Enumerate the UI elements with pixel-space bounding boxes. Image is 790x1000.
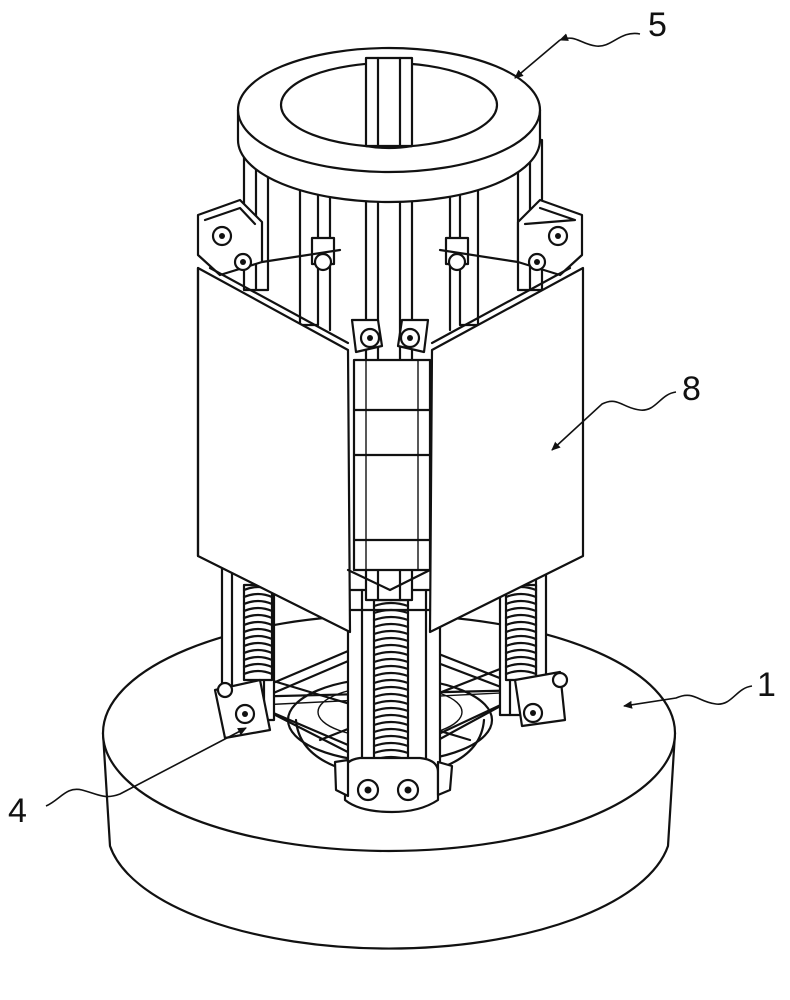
spring-coil (504, 620, 538, 627)
spring-coil (372, 727, 410, 734)
spring-coil (242, 634, 274, 641)
spring-coil (372, 699, 410, 706)
spring-coil (372, 713, 410, 720)
spring-coil (242, 620, 274, 627)
spring-coil (372, 636, 410, 643)
spring-coil (372, 692, 410, 699)
spring-coil (372, 685, 410, 692)
spring-coil (372, 734, 410, 741)
spring-coil (242, 627, 274, 634)
spring-coil (372, 748, 410, 755)
callout-8-label: 8 (682, 370, 701, 408)
spring-coil (242, 606, 274, 613)
spring-coil (372, 664, 410, 671)
spring-coil (372, 650, 410, 657)
spring-coil (504, 655, 538, 662)
callout-leaders (45, 32, 753, 807)
spring-coil (372, 643, 410, 650)
spring-coils (242, 585, 538, 769)
spring-coil (504, 613, 538, 620)
spring-coil (372, 678, 410, 685)
spring-coil (242, 662, 274, 669)
spring-coil (372, 629, 410, 636)
spring-coil (242, 599, 274, 606)
spring-coil (372, 615, 410, 622)
spring-coil (504, 606, 538, 613)
spring-coil (504, 669, 538, 676)
spring-coil (372, 671, 410, 678)
spring-coil (504, 627, 538, 634)
spring-coil (372, 657, 410, 664)
spring-coil (372, 601, 410, 608)
spring-coil (372, 706, 410, 713)
callout-1-label: 1 (757, 666, 776, 704)
spring-coil (504, 599, 538, 606)
side-panels (196, 266, 585, 634)
spring-coil (504, 662, 538, 669)
spring-coil (242, 641, 274, 648)
spring-coil (504, 641, 538, 648)
callout-4-label: 4 (8, 792, 27, 830)
spring-coil (504, 634, 538, 641)
spring-coil (242, 669, 274, 676)
spring-coil (372, 741, 410, 748)
spring-coil (372, 720, 410, 727)
spring-coil (372, 622, 410, 629)
spring-coil (242, 592, 274, 599)
top-ring (236, 46, 542, 204)
spring-coil (242, 648, 274, 655)
spring-coil (504, 648, 538, 655)
bottom-hinges (213, 670, 569, 814)
spring-coil (242, 655, 274, 662)
corner-blocks (196, 198, 584, 277)
spring-coil (504, 592, 538, 599)
spring-coil (242, 613, 274, 620)
callout-5-label: 5 (648, 6, 667, 44)
